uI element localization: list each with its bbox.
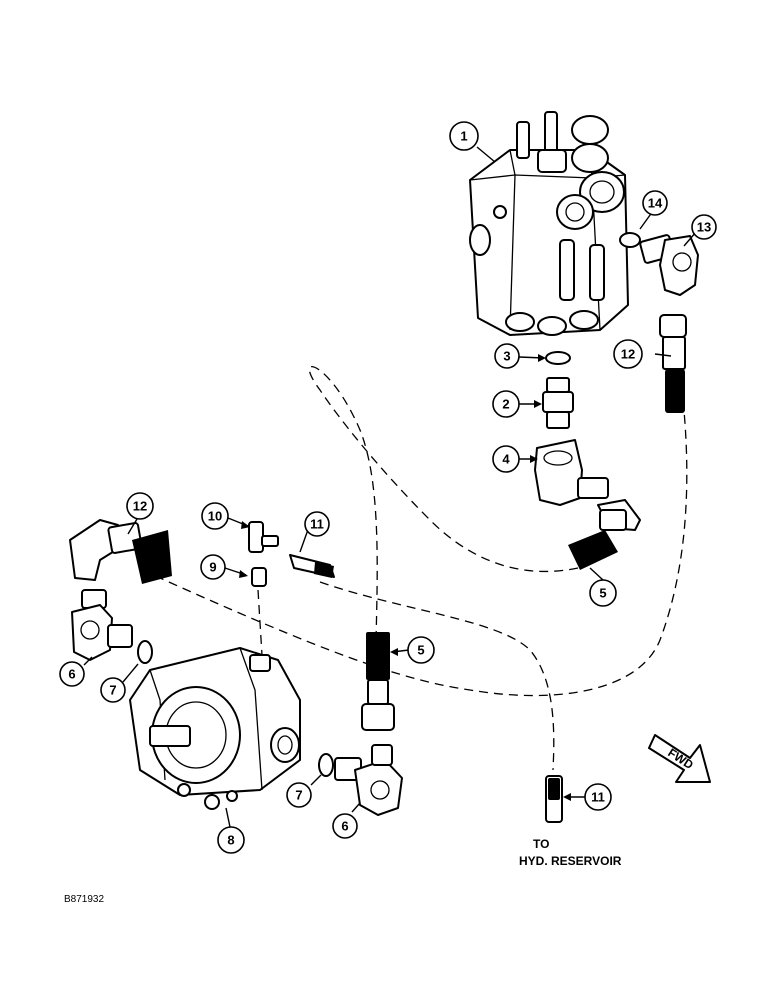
callout-12-pump: 12: [126, 492, 154, 520]
callout-7-left: 7: [100, 677, 126, 703]
hose-assembly-5-valve: [568, 499, 641, 570]
callout-10: 10: [201, 502, 229, 530]
elbow-fitting-6-right: [334, 744, 403, 816]
callout-1: 1: [449, 121, 479, 151]
plug-fitting-9: [251, 567, 267, 587]
callout-6-left: 6: [59, 661, 85, 687]
fitting-11-upper: [289, 554, 335, 578]
figure-id: B871932: [64, 894, 104, 905]
callout-9: 9: [200, 554, 226, 580]
callout-13: 13: [691, 214, 717, 240]
callout-5-valve: 5: [589, 579, 617, 607]
elbow-fitting-6-left: [71, 589, 133, 661]
svg-text:9: 9: [209, 560, 216, 575]
o-ring-7-left: [137, 640, 153, 664]
svg-text:13: 13: [697, 220, 711, 235]
svg-text:2: 2: [502, 397, 509, 412]
elbow-fitting-13: [639, 234, 699, 296]
callout-4: 4: [492, 445, 520, 473]
svg-text:12: 12: [133, 499, 147, 514]
svg-text:11: 11: [310, 517, 324, 532]
svg-text:14: 14: [648, 196, 663, 211]
control-valve: [469, 111, 629, 336]
tee-fitting-10: [248, 521, 279, 553]
o-ring-7-right: [318, 753, 334, 777]
callout-2: 2: [492, 390, 520, 418]
callout-5-center: 5: [407, 636, 435, 664]
svg-text:4: 4: [502, 452, 510, 467]
callout-14: 14: [642, 190, 668, 216]
svg-text:7: 7: [295, 788, 302, 803]
callout-11-upper: 11: [304, 511, 330, 537]
callout-11-reservoir: 11: [584, 783, 612, 811]
hydraulic-pump: [129, 647, 301, 810]
hose-route-to-reservoir: [319, 581, 555, 771]
hose-route-pump-port: [257, 589, 263, 656]
o-ring-14: [619, 232, 641, 248]
leader-lines: [83, 146, 697, 828]
svg-text:6: 6: [341, 819, 348, 834]
hose-end-12-valve: [659, 314, 687, 413]
reservoir-note-line2: HYD. RESERVOIR: [519, 854, 622, 868]
elbow-fitting-4: [534, 439, 609, 506]
svg-text:1: 1: [460, 129, 467, 144]
reservoir-note-line1: TO: [533, 837, 549, 851]
callout-7-right: 7: [286, 782, 312, 808]
svg-text:10: 10: [208, 509, 222, 524]
svg-text:3: 3: [503, 349, 510, 364]
svg-text:12: 12: [621, 347, 635, 362]
callout-3: 3: [494, 343, 520, 369]
callout-6-right: 6: [332, 813, 358, 839]
forward-direction-arrow: FWD: [648, 734, 711, 783]
hose-route-valve-return: [159, 399, 688, 697]
svg-text:11: 11: [591, 790, 605, 805]
hose-end-12-pump: [69, 519, 172, 584]
fitting-11-reservoir: [545, 775, 563, 823]
svg-text:5: 5: [599, 586, 606, 601]
svg-text:8: 8: [227, 833, 234, 848]
callout-8: 8: [217, 826, 245, 854]
hose-assembly-5-center: [361, 632, 395, 731]
hose-route-valve-to-pump: [308, 365, 579, 641]
svg-text:7: 7: [109, 683, 116, 698]
svg-text:5: 5: [417, 643, 424, 658]
svg-text:6: 6: [68, 667, 75, 682]
o-ring-3: [545, 351, 571, 365]
adapter-fitting-2: [542, 377, 574, 429]
callout-12-valve: 12: [613, 339, 643, 369]
